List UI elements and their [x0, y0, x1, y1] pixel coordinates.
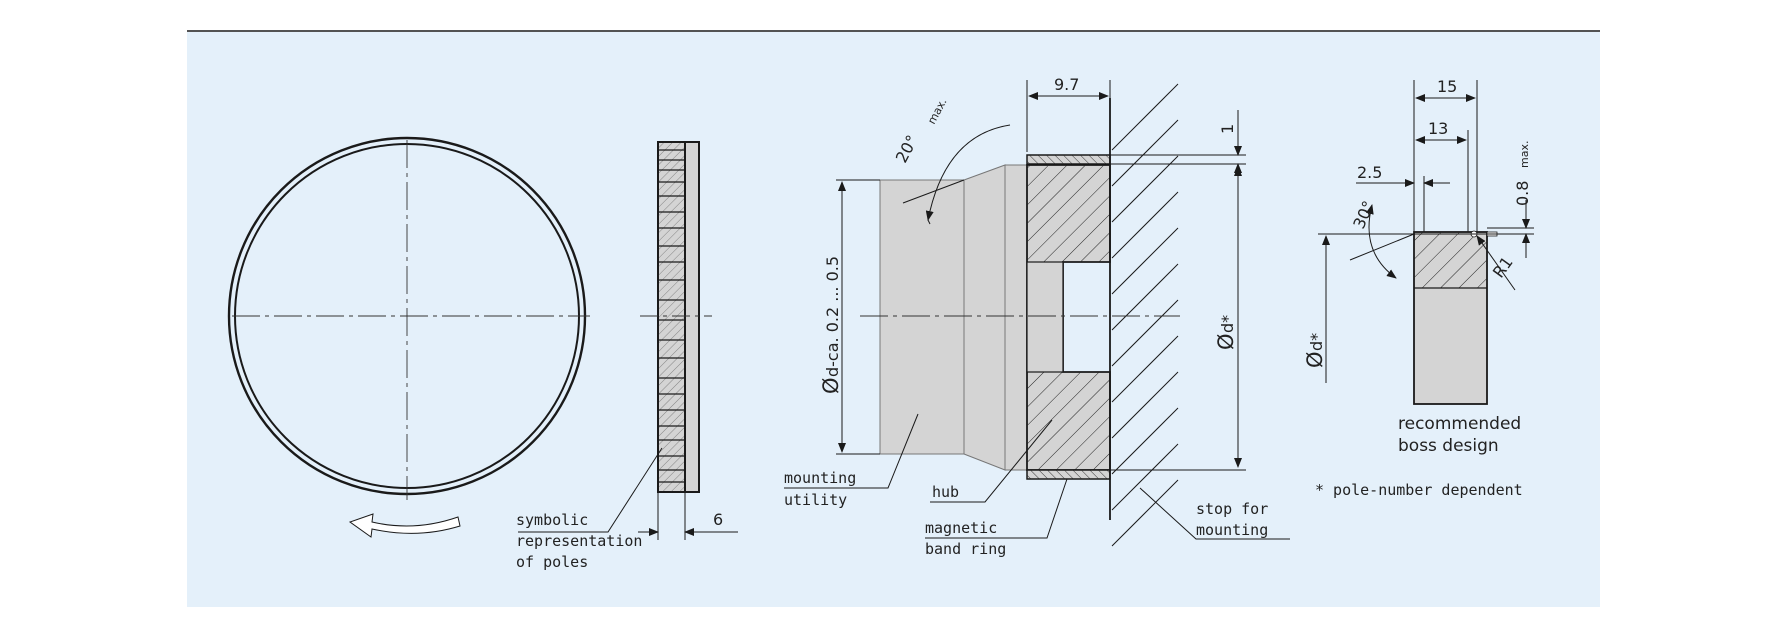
- footnote: * pole-number dependent: [1315, 481, 1523, 499]
- wall-hatch-line: [1111, 371, 1179, 439]
- mounting-collar: [1004, 164, 1028, 471]
- boss-width-outer: 15: [1437, 77, 1457, 96]
- wall-hatch-line: [1111, 155, 1179, 223]
- wall-hatch-line: [1111, 83, 1179, 151]
- boss-radius-leader: [1476, 235, 1516, 291]
- leader-stop: [1139, 487, 1290, 540]
- leader-magnetic: [925, 478, 1068, 539]
- wall-hatch-line: [1111, 227, 1179, 295]
- wall-hatch-line: [1111, 479, 1179, 547]
- band-ring-bottom-hatch: [1027, 470, 1110, 479]
- boss-dia-symbol: Ø: [1303, 351, 1327, 368]
- boss-dia: d*: [1307, 333, 1326, 351]
- label-magnetic-1: magnetic: [925, 519, 997, 537]
- front-view: [227, 136, 590, 538]
- label-poles-2: representation: [516, 532, 642, 550]
- wall-hatch-line: [1111, 443, 1179, 511]
- angle-tail: [927, 219, 931, 225]
- hub-pocket: [1026, 261, 1064, 373]
- leader-poles: [518, 447, 663, 533]
- boss-step: 2.5: [1357, 163, 1382, 182]
- hub-hatch: [1027, 165, 1110, 470]
- dia-symbol: Ø: [1214, 333, 1238, 350]
- label-mounting-2: utility: [784, 491, 847, 509]
- label-stop-2: mounting: [1196, 521, 1268, 539]
- dia-main-symbol: Ø: [819, 377, 843, 394]
- boss-width-inner: 13: [1428, 119, 1448, 138]
- dim-band-thickness: 1: [1218, 124, 1237, 134]
- stop-wall-hatch: [1111, 83, 1179, 547]
- leader-mounting: [784, 413, 919, 489]
- boss-depth-note: max.: [1518, 141, 1531, 168]
- band-ring-top-hatch: [1027, 155, 1110, 164]
- side-view: 6 symbolic representation of poles: [516, 141, 738, 571]
- section-view: 9.7 1 Ø d* Ø d-ca. 0.2 ... 0.5 20° max. …: [784, 75, 1290, 558]
- angle-arc: [925, 124, 1011, 221]
- boss-design: 15 13 2.5 0.8 max. 30° R1 Ø d* recommend…: [1303, 77, 1534, 499]
- dim-width: 9.7: [1054, 75, 1079, 94]
- mounting-taper: [963, 164, 1006, 471]
- label-magnetic-2: band ring: [925, 540, 1006, 558]
- label-stop-1: stop for: [1196, 500, 1268, 518]
- boss-hatch: [1414, 232, 1487, 288]
- wall-hatch-line: [1111, 119, 1179, 187]
- leader-hub: [930, 419, 1053, 503]
- wall-hatch-line: [1111, 407, 1179, 475]
- pole-dividers: [658, 149, 685, 483]
- label-poles-1: symbolic: [516, 511, 588, 529]
- label-poles-3: of poles: [516, 553, 588, 571]
- dia-main: d-ca. 0.2 ... 0.5: [823, 256, 842, 377]
- pole-backing: [684, 141, 700, 493]
- mounting-utility: [879, 179, 965, 455]
- boss-caption-1: recommended: [1398, 414, 1521, 434]
- boss-angle-arc: [1365, 204, 1397, 279]
- label-hub: hub: [932, 483, 959, 501]
- wall-hatch-line: [1111, 191, 1179, 259]
- label-mounting-1: mounting: [784, 469, 856, 487]
- dim-thickness: 6: [713, 510, 723, 529]
- boss-depth: 0.8: [1513, 181, 1532, 206]
- wall-hatch-line: [1111, 335, 1179, 403]
- boss-caption-2: boss design: [1398, 436, 1499, 456]
- pole-stripe-hatch: [658, 142, 685, 492]
- wall-hatch-line: [1111, 263, 1179, 331]
- rotation-arrow-icon: [348, 513, 461, 538]
- dia-bore: d*: [1218, 315, 1237, 333]
- wall-hatch-line: [1111, 299, 1179, 367]
- angle-ref-line: [902, 179, 965, 204]
